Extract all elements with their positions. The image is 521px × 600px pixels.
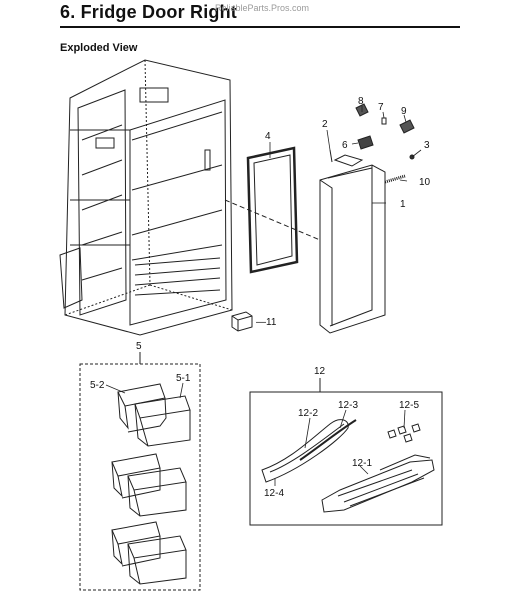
small-block-part	[231, 311, 253, 332]
callout-7: 7	[378, 102, 384, 113]
callout-12-4: 12-4	[264, 488, 284, 499]
callout-6: 6	[342, 140, 348, 151]
fridge-cabinet	[59, 59, 233, 336]
callout-12-2: 12-2	[298, 408, 318, 419]
callout-10: 10	[419, 177, 431, 188]
door-gasket	[246, 146, 299, 274]
callout-4: 4	[265, 131, 271, 142]
fridge-door-panel	[319, 164, 386, 334]
callout-3: 3	[424, 140, 430, 151]
callout-5-1: 5-1	[176, 373, 191, 384]
callout-5: 5	[136, 341, 142, 352]
callout-2: 2	[322, 119, 328, 130]
callout-12-3: 12-3	[338, 400, 358, 411]
door-bins-group	[79, 352, 201, 591]
callout-12-1: 12-1	[352, 458, 372, 469]
callout-9: 9	[401, 106, 407, 117]
tubing-kit-group	[249, 378, 443, 526]
callout-12: 12	[314, 366, 326, 377]
watermark: ReliableParts.Pros.com	[215, 3, 310, 13]
callout-8: 8	[358, 96, 364, 107]
assembly-leader-line	[224, 199, 321, 241]
callout-11: —11	[256, 317, 277, 328]
section-subtitle: Exploded View	[60, 42, 138, 54]
title-underline	[60, 26, 460, 28]
callout-1: 1	[400, 199, 406, 210]
callout-12-5: 12-5	[399, 400, 419, 411]
callout-5-2: 5-2	[90, 380, 105, 391]
callout-leaders	[105, 106, 422, 486]
page-title: 6. Fridge Door Right	[60, 2, 237, 22]
